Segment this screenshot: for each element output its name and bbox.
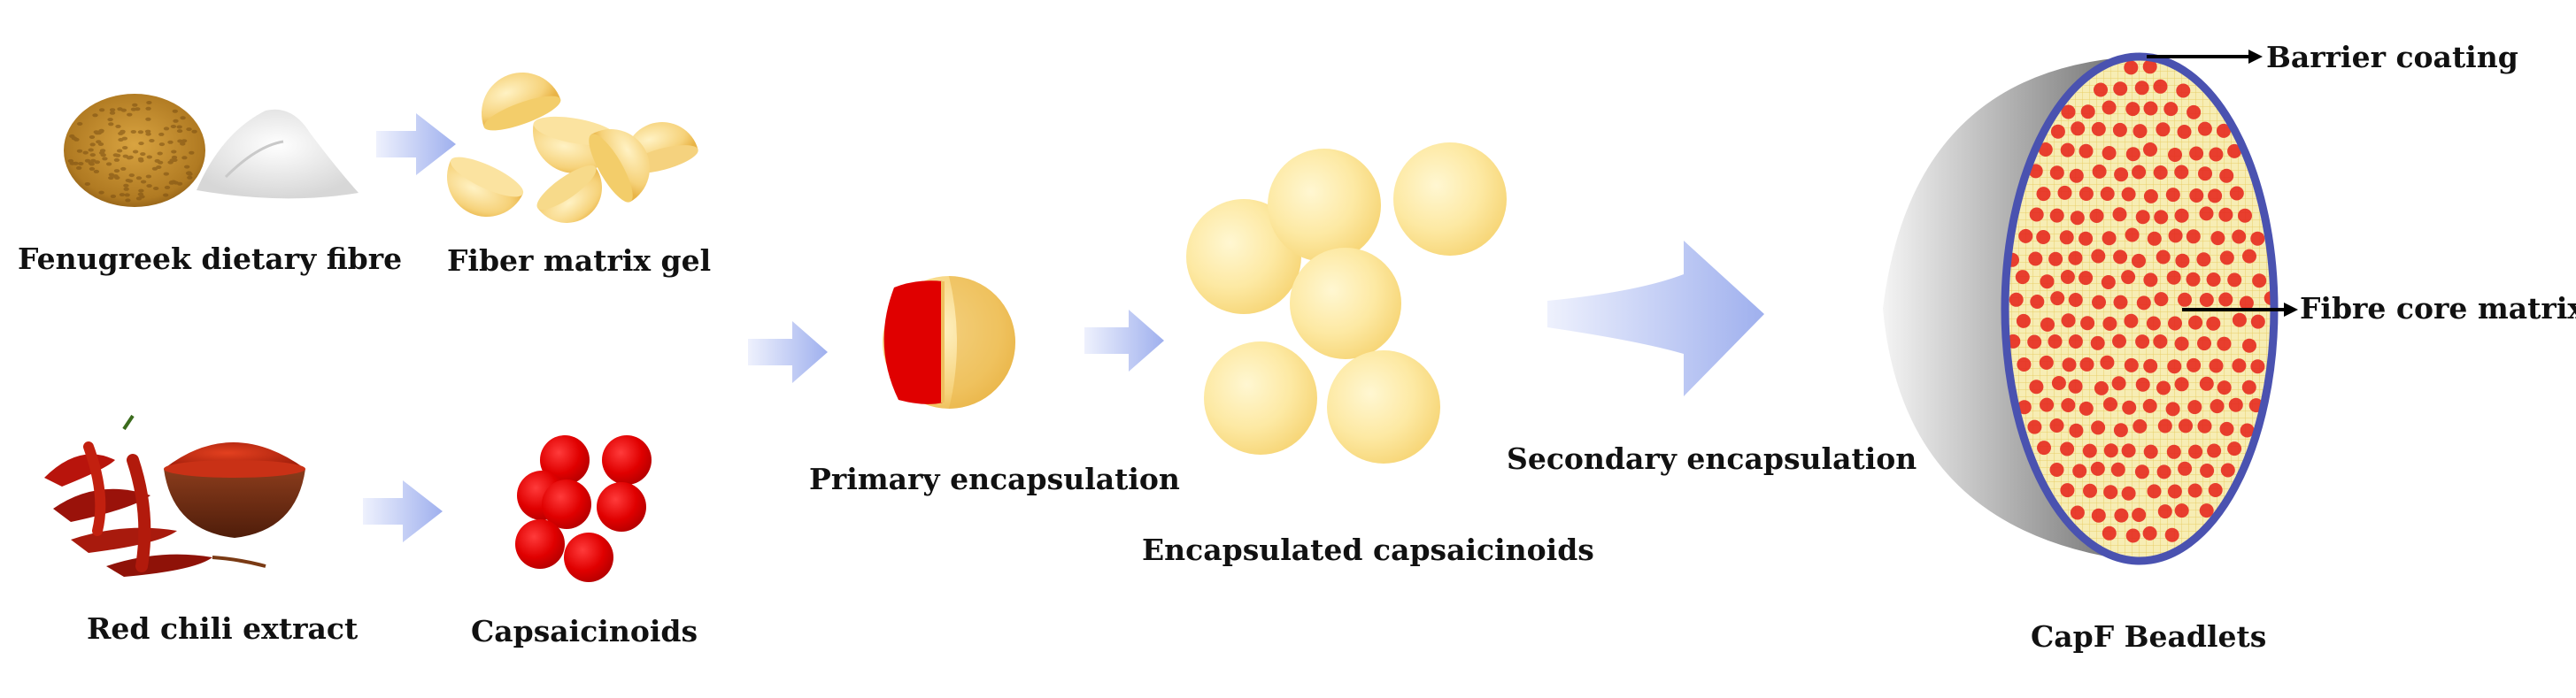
fiber-matrix-gel-label: Fiber matrix gel: [447, 243, 712, 278]
barrier-coating-label: Barrier coating: [2266, 40, 2518, 74]
red-chili-label: Red chili extract: [87, 611, 359, 646]
flow-arrow-icon: [376, 113, 456, 175]
flow-arrow-icon: [748, 321, 828, 383]
fiber-matrix-gel-icon: [447, 73, 698, 223]
fibre-powder-icon: [197, 109, 359, 199]
capf-beadlets-label: CapF Beadlets: [2031, 619, 2267, 654]
flow-arrow-icon: [1547, 241, 1764, 396]
chili-peppers-icon: [44, 414, 266, 577]
chili-powder-bowl-icon: [164, 442, 305, 538]
primary-encapsulation-icon: [883, 276, 1015, 409]
fibre-core-pointer: [2182, 303, 2298, 317]
flow-arrow-icon: [1084, 310, 1164, 372]
fenugreek-seeds-icon: [64, 94, 205, 207]
capsaicinoids-icon: [515, 435, 652, 582]
fenugreek-label: Fenugreek dietary fibre: [18, 242, 403, 276]
secondary-encapsulation-label: Secondary encapsulation: [1507, 441, 1917, 476]
capf-beadlet-icon: [1883, 52, 2279, 565]
barrier-coating-pointer: [2147, 50, 2263, 64]
encapsulated-capsaicinoids-icon: [1186, 142, 1507, 464]
fibre-core-matrix-label: Fibre core matrix: [2300, 291, 2576, 326]
flow-arrow-icon: [363, 480, 443, 542]
primary-encapsulation-label: Primary encapsulation: [809, 462, 1180, 496]
capsaicinoids-label: Capsaicinoids: [471, 614, 698, 648]
encapsulated-capsaicinoids-label: Encapsulated capsaicinoids: [1142, 533, 1594, 567]
